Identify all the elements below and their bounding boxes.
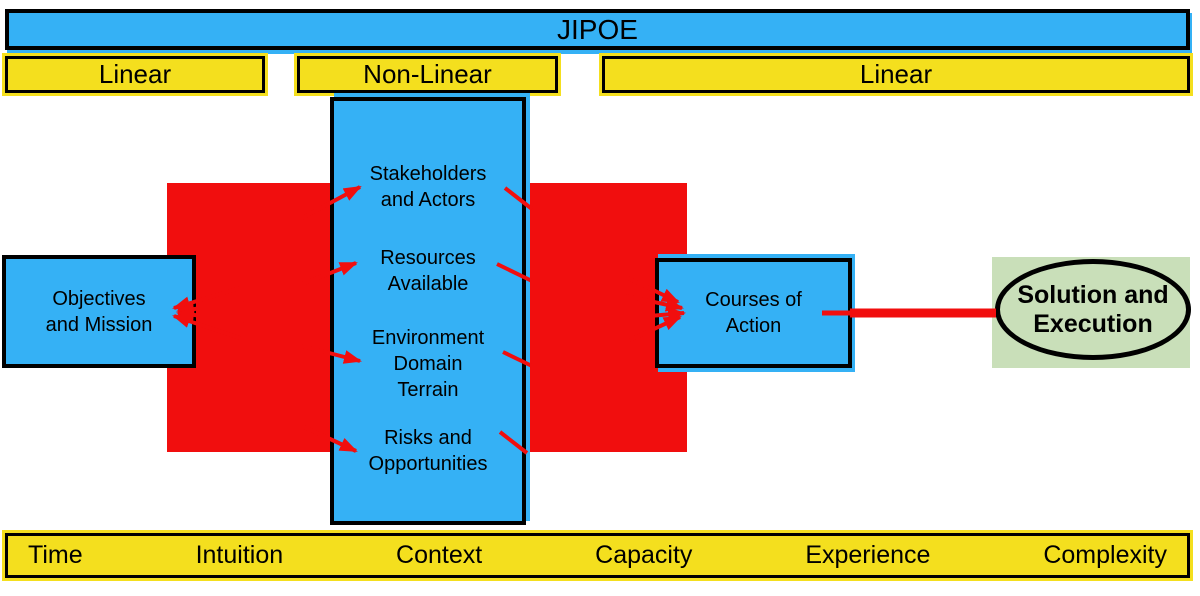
jipoe-title-bar: JIPOE <box>5 9 1190 50</box>
factor-risks: Risks and Opportunities <box>368 427 488 475</box>
jipoe-title: JIPOE <box>557 13 638 45</box>
solution-and-execution-label: Solution and Execution <box>1017 280 1169 338</box>
footer-label-experience: Experience <box>805 541 931 569</box>
lane-non-linear: Non-Linear <box>294 53 561 96</box>
footer-label-context: Context <box>396 541 483 569</box>
courses-of-action-box: Courses of Action <box>655 258 852 368</box>
footer-label-intuition: Intuition <box>195 541 284 569</box>
factor-resources: Resources Available <box>380 247 476 295</box>
footer-label-capacity: Capacity <box>595 541 693 569</box>
factors-box: Stakeholders and Actors Resources Availa… <box>330 97 526 525</box>
footer-bar: Time Intuition Context Capacity Experien… <box>2 530 1193 581</box>
footer-label-complexity: Complexity <box>1043 541 1167 569</box>
lane-linear-left-label: Linear <box>98 59 172 89</box>
lane-linear-right: Linear <box>599 53 1193 96</box>
solution-and-execution-ellipse: Solution and Execution <box>995 259 1191 360</box>
lane-linear-right-label: Linear <box>859 59 933 89</box>
courses-of-action-label: Courses of Action <box>705 289 802 337</box>
objectives-and-mission-box: Objectives and Mission <box>2 255 196 368</box>
objectives-and-mission-label: Objectives and Mission <box>45 287 153 336</box>
factor-environment: Environment Domain Terrain <box>371 327 485 401</box>
lane-non-linear-label: Non-Linear <box>363 59 492 89</box>
lane-linear-left: Linear <box>2 53 268 96</box>
footer-label-time: Time <box>28 541 83 569</box>
factor-stakeholders: Stakeholders and Actors <box>369 163 487 211</box>
